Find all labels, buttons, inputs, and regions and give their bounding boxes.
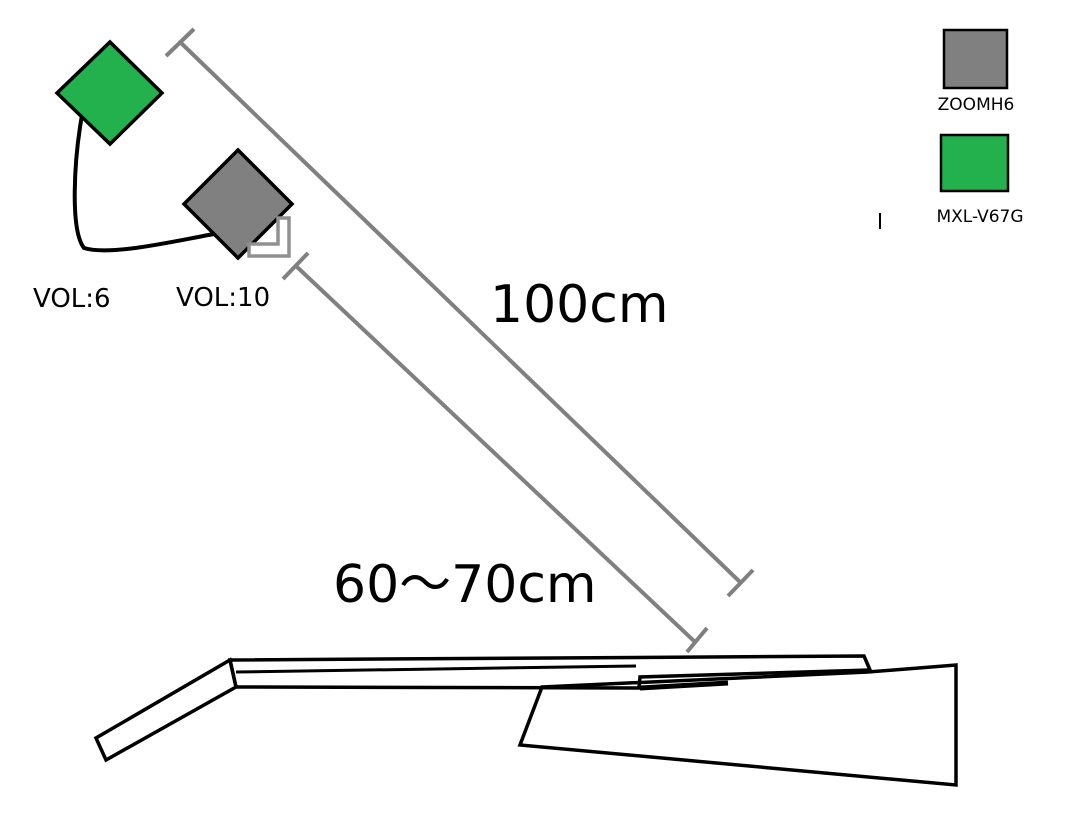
legend-mxl-swatch — [939, 133, 1010, 193]
short-measurement-line — [281, 251, 709, 654]
mxl-v67g-microphone-icon — [54, 39, 165, 147]
legend-mxl-label: MXL-V67G — [936, 207, 1023, 227]
guitar-body — [517, 663, 958, 787]
zoom-h6-recorder-icon — [181, 147, 295, 261]
recorder-bracket-icon — [247, 216, 291, 258]
guitar-neck — [227, 654, 873, 690]
long-distance-label: 100cm — [490, 275, 669, 335]
guitar-outline — [93, 654, 958, 787]
guitar-headstock — [93, 657, 238, 763]
short-distance-label: 60～70cm — [333, 555, 597, 615]
long-measurement-line — [164, 27, 755, 598]
recorder-volume-label: VOL:10 — [176, 283, 270, 313]
cable — [72, 113, 216, 253]
mic-volume-label: VOL:6 — [33, 284, 111, 314]
legend: ZOOMH6 MXL-V67G — [879, 28, 1024, 229]
legend-zoomh6-swatch — [942, 28, 1009, 90]
legend-zoomh6-label: ZOOMH6 — [938, 95, 1015, 115]
